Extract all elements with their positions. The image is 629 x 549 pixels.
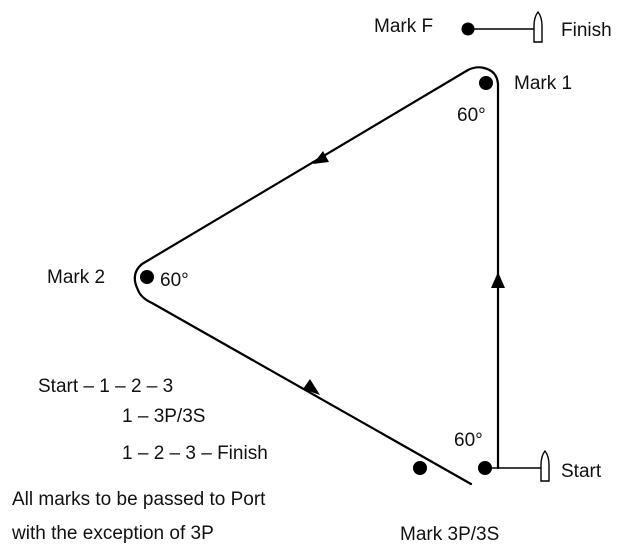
- mark-1-angle: 60°: [457, 105, 486, 126]
- finish-label: Finish: [561, 20, 612, 41]
- start-boat-icon: [540, 449, 550, 482]
- mark-f-label: Mark F: [374, 16, 433, 37]
- course-line-1: Start – 1 – 2 – 3: [38, 376, 173, 397]
- mark-3p-buoy: [413, 461, 427, 475]
- arrow-left-icon: [313, 151, 329, 164]
- course-leg-mark-1-to-mark-2: [133, 66, 486, 292]
- note-line-1: All marks to be passed to Port: [12, 489, 266, 510]
- mark-1-buoy: [479, 76, 493, 90]
- mark-3-angle: 60°: [454, 430, 483, 451]
- finish-boat-icon: [533, 10, 543, 43]
- note-line-2: with the exception of 3P: [11, 523, 214, 544]
- mark-3-label: Mark 3P/3S: [400, 524, 499, 545]
- course-leg-mark-2-to-mark-3: [136, 288, 473, 486]
- course-line-2: 1 – 3P/3S: [122, 406, 205, 427]
- arrow-up-icon: [491, 272, 505, 288]
- course-line-3: 1 – 2 – 3 – Finish: [122, 443, 268, 464]
- mark-2-angle: 60°: [160, 270, 189, 291]
- start-label: Start: [561, 461, 602, 482]
- course-leg-start-to-mark-1: [482, 66, 500, 470]
- mark-1-label: Mark 1: [514, 73, 572, 94]
- arrow-down-right-icon: [303, 379, 320, 395]
- mark-2-buoy: [140, 270, 154, 284]
- mark-2-label: Mark 2: [47, 267, 105, 288]
